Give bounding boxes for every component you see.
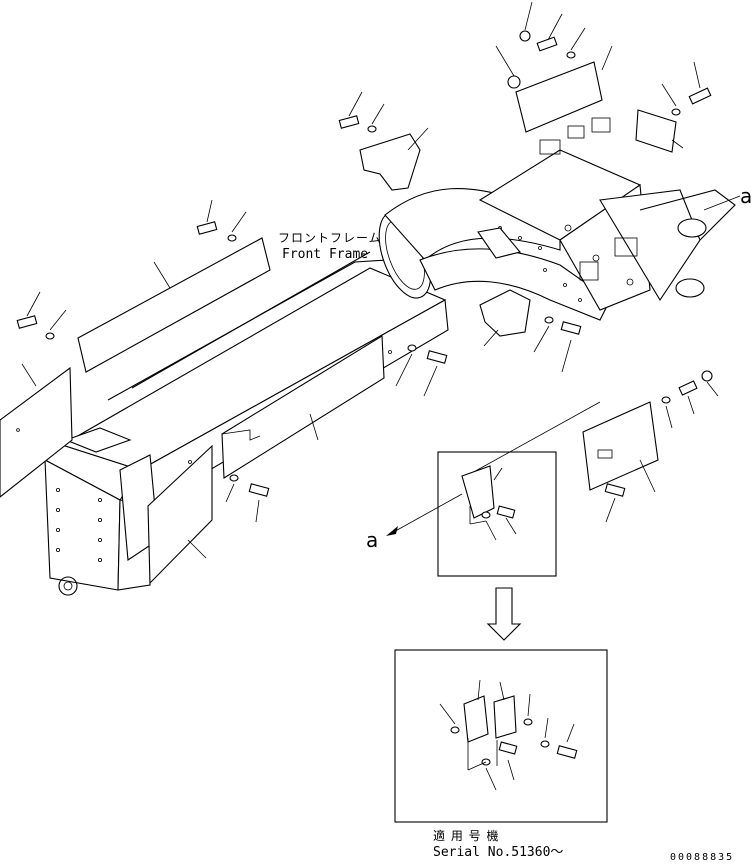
serial-label-en: Serial No.51360〜 bbox=[433, 845, 564, 860]
detail-box-serial bbox=[394, 649, 608, 823]
down-arrow bbox=[486, 587, 522, 641]
detail-box-a bbox=[386, 451, 557, 577]
front-frame-label-en: Front Frame bbox=[282, 247, 369, 262]
leader-lines bbox=[21, 1, 741, 559]
detail-marker-left: a bbox=[366, 528, 379, 552]
serial-label-jp: 適 用 号 機 bbox=[433, 829, 500, 843]
covers bbox=[0, 61, 677, 585]
fasteners bbox=[16, 30, 713, 497]
drawing-number: 00088835 bbox=[670, 852, 735, 863]
detail-marker-top: a bbox=[740, 184, 753, 208]
front-frame-label-jp: フロントフレーム bbox=[278, 231, 382, 245]
